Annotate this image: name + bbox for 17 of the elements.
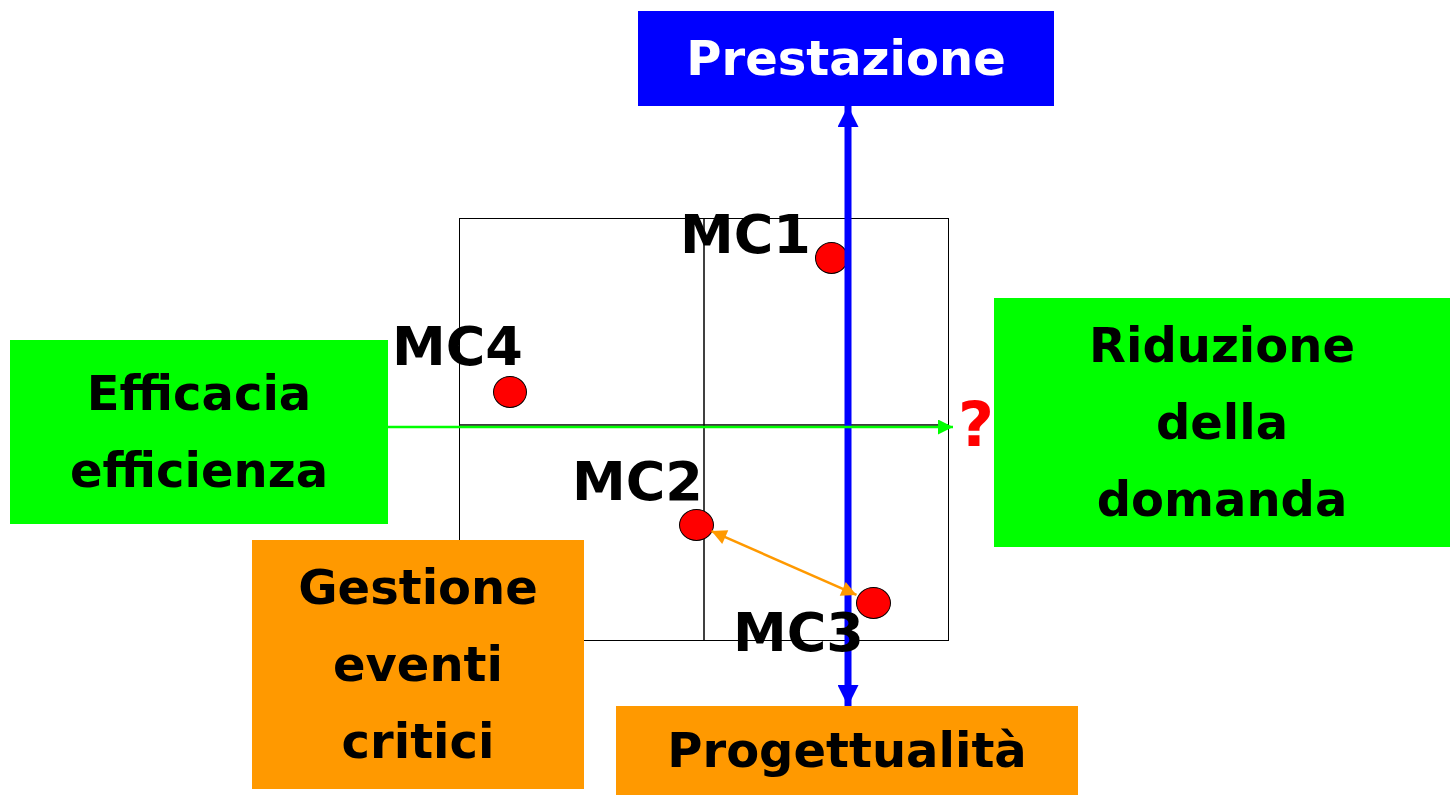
marker-dot [679, 509, 714, 541]
axis-title-box [616, 706, 1078, 795]
box-label: Prestazione [686, 29, 1006, 89]
box-label: Gestione eventi critici [297, 558, 539, 771]
arrow [837, 106, 859, 706]
category-box [252, 540, 584, 789]
box-label: Riduzione della domanda [1087, 316, 1356, 529]
point-label: MC2 [572, 455, 703, 509]
box-label: Progettualità [667, 721, 1027, 781]
question-mark: ? [953, 388, 999, 462]
arrow [388, 419, 953, 435]
axis-title-box [638, 11, 1054, 106]
marker-dot [493, 376, 527, 408]
arrow [711, 529, 857, 597]
category-box [994, 298, 1450, 547]
category-box [10, 340, 388, 524]
box-label: Efficacia efficienza [68, 364, 329, 500]
